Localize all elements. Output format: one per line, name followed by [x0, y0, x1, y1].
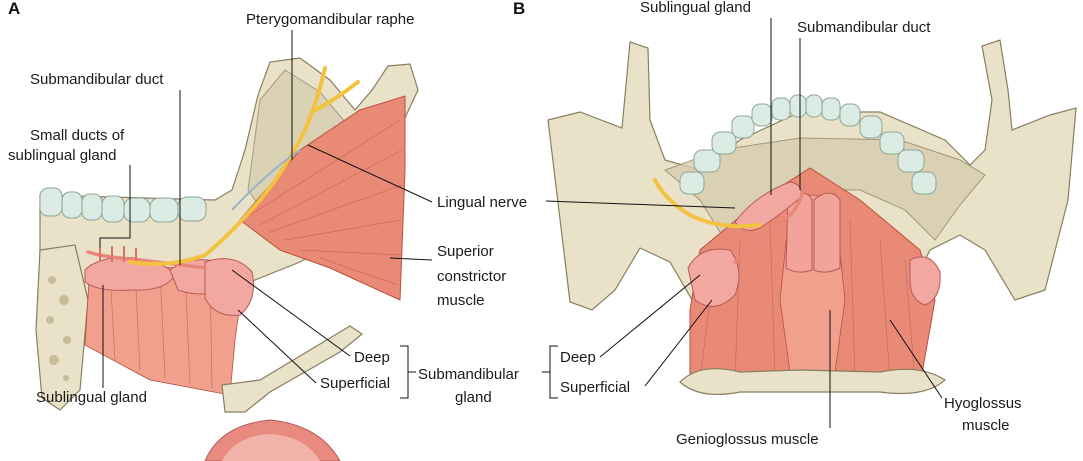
label-hyoglossus-1: Hyoglossus — [944, 395, 1022, 412]
leader-superficial-a — [237, 309, 317, 384]
small-ducts — [99, 246, 137, 262]
cancellous-bone — [46, 276, 71, 381]
lingual-nerve-branch-a — [310, 80, 360, 114]
label-superficial-b: Superficial — [560, 379, 630, 396]
lower-teeth-b — [679, 94, 937, 195]
label-submandibular-gland-2: gland — [455, 389, 492, 406]
leader-lingual-nerve-a — [307, 144, 433, 203]
label-superior-2: constrictor — [437, 268, 506, 285]
leader-deep-b — [599, 274, 701, 358]
constrictor-fibers — [249, 119, 403, 286]
lower-teeth-a — [39, 187, 207, 223]
panel-a-illustration — [35, 57, 419, 413]
label-sublingual-gland-a: Sublingual gland — [36, 389, 147, 406]
leader-lingual-nerve-b — [545, 200, 736, 209]
label-lingual-nerve-a: Lingual nerve — [437, 194, 527, 211]
label-small-ducts-1: Small ducts of — [30, 127, 125, 144]
panel-a-letter: A — [8, 0, 20, 18]
symphysis-section — [35, 244, 89, 411]
label-deep-a: Deep — [354, 349, 390, 366]
submandibular-duct-b — [733, 183, 807, 264]
raphe-line — [231, 149, 301, 211]
superior-constrictor-muscle — [239, 95, 406, 301]
leader-hyoglossus — [889, 319, 943, 399]
label-submandibular-duct-b: Submandibular duct — [797, 19, 931, 36]
leader-superior-constrictor — [389, 257, 433, 261]
hyoid-a — [221, 325, 364, 413]
label-superior-3: muscle — [437, 292, 485, 309]
lingual-nerve-b — [653, 178, 762, 229]
bracket-submandibular-b — [549, 345, 558, 399]
panel-b-illustration — [547, 39, 1077, 396]
leader-superficial-b — [644, 299, 713, 387]
label-submandibular-duct-a: Submandibular duct — [30, 71, 164, 88]
submandibular-gland-superficial-a — [204, 258, 254, 316]
lip-a-inner — [222, 434, 320, 461]
hyoid-b — [679, 368, 946, 396]
panel-b-letter: B — [513, 0, 525, 18]
label-superficial-a: Superficial — [320, 375, 390, 392]
label-superior-1: Superior — [437, 243, 494, 260]
label-genioglossus: Genioglossus muscle — [676, 431, 819, 448]
leader-small-ducts — [99, 165, 131, 248]
label-deep-b: Deep — [560, 349, 596, 366]
label-hyoglossus-2: muscle — [962, 417, 1010, 434]
submandibular-duct-a — [86, 250, 207, 270]
bracket-submandibular-a — [400, 345, 416, 399]
label-pterygomandibular-raphe: Pterygomandibular raphe — [246, 11, 414, 28]
submandibular-gland-b-right — [909, 256, 941, 306]
submandibular-gland-b-left — [687, 248, 740, 307]
leader-deep-a — [231, 269, 351, 357]
label-sublingual-gland-b: Sublingual gland — [640, 0, 751, 16]
label-small-ducts-2: sublingual gland — [8, 147, 116, 164]
label-submandibular-gland-1: Submandibular — [418, 366, 519, 383]
